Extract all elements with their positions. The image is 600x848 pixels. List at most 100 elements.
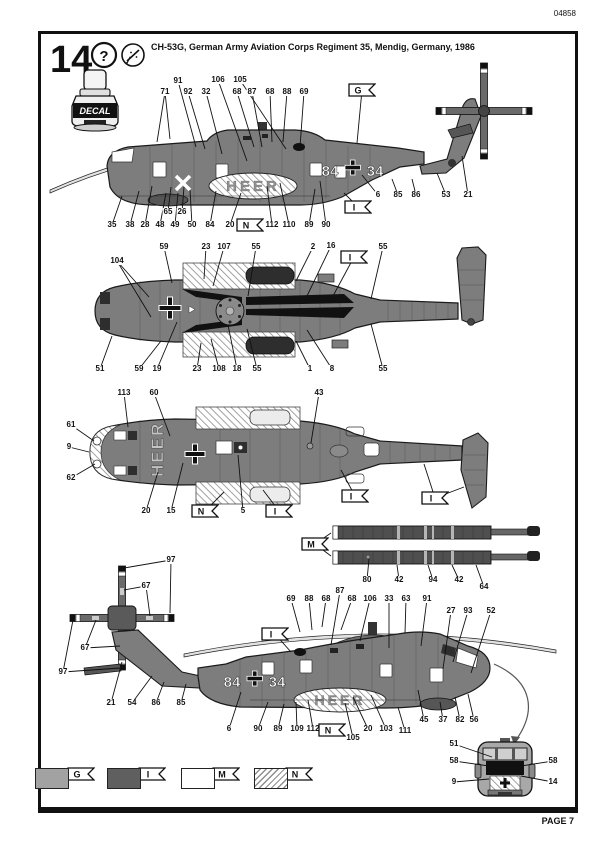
callout-number: 58: [547, 756, 559, 765]
callout-number: 23: [200, 242, 212, 251]
nose-front-view: [474, 738, 536, 797]
callout-number: 106: [210, 75, 226, 84]
callout-number: 67: [140, 581, 152, 590]
callout-number: 69: [298, 87, 310, 96]
color-flag-N: N: [318, 723, 346, 737]
svg-text:I: I: [430, 494, 433, 504]
svg-text:I: I: [353, 203, 356, 213]
callout-number: 106: [362, 594, 378, 603]
heer-marking: HEER: [226, 178, 280, 195]
iron-cross: [344, 159, 361, 176]
tail-fin-top: [456, 246, 487, 325]
tail-code-right: 34: [269, 674, 286, 691]
color-flag-I: I: [138, 767, 166, 781]
callout-number: 104: [109, 256, 125, 265]
callout-number: 90: [320, 220, 332, 229]
tail-fin-bottom: [460, 432, 489, 509]
question-icon: ?: [90, 41, 118, 69]
callout-number: 97: [165, 555, 177, 564]
callout-number: 65: [162, 207, 174, 216]
callout-number: 21: [462, 190, 474, 199]
svg-text:M: M: [218, 770, 226, 780]
callout-number: 110: [281, 220, 297, 229]
tail-code-right: 34: [367, 163, 384, 180]
svg-text:I: I: [270, 630, 273, 640]
color-flag-N: N: [285, 767, 313, 781]
legend-swatch-G: [35, 768, 69, 789]
windshield: [482, 747, 528, 761]
callout-number: 85: [175, 698, 187, 707]
callout-number: 28: [139, 220, 151, 229]
callout-number: 53: [440, 190, 452, 199]
callout-number: 92: [182, 87, 194, 96]
callout-number: 90: [252, 724, 264, 733]
callout-number: 94: [427, 575, 439, 584]
stabilizer: [83, 663, 122, 676]
callout-number: 51: [94, 364, 106, 373]
svg-text:N: N: [292, 770, 299, 780]
tail-rotor: [435, 62, 533, 160]
color-flag-G: G: [348, 83, 376, 97]
tail-pylon: [419, 98, 482, 175]
callout-number: 93: [462, 606, 474, 615]
svg-text:M: M: [307, 540, 315, 550]
callout-number: 97: [57, 667, 69, 676]
callout-number: 71: [159, 87, 171, 96]
callout-number: 15: [165, 506, 177, 515]
product-code: 04858: [553, 9, 576, 18]
callout-number: 107: [216, 242, 232, 251]
heer-marking-bottom: HEER: [148, 422, 167, 477]
header: 14 ? CH-53G, German Army Aviation Corps …: [50, 39, 475, 81]
callout-number: 32: [200, 87, 212, 96]
callout-number: 61: [65, 420, 77, 429]
color-flag-M: M: [212, 767, 240, 781]
page-number: PAGE 7: [541, 816, 574, 826]
decal-label: DECAL: [80, 106, 111, 116]
tail-code-left: 84: [224, 674, 241, 691]
callout-number: 5: [239, 506, 247, 515]
callout-number: 45: [418, 715, 430, 724]
callout-number: 42: [453, 575, 465, 584]
callout-number: 48: [154, 220, 166, 229]
landing-light: [92, 459, 102, 469]
callout-number: 16: [325, 241, 337, 250]
callout-number: 86: [150, 698, 162, 707]
engine-pod: [245, 336, 295, 355]
color-flag-I: I: [341, 489, 369, 503]
callout-number: 38: [124, 220, 136, 229]
callout-number: 54: [126, 698, 138, 707]
svg-text:I: I: [350, 492, 353, 502]
svg-text:I: I: [147, 770, 150, 780]
callout-number: 33: [383, 594, 395, 603]
scheme-title: CH-53G, German Army Aviation Corps Regim…: [151, 42, 475, 52]
color-flag-N: N: [236, 218, 264, 232]
callout-number: 105: [345, 733, 361, 742]
callout-number: 43: [313, 388, 325, 397]
landing-light: [92, 436, 102, 446]
iron-cross: [246, 670, 263, 687]
callout-number: 26: [176, 207, 188, 216]
folded-blade: [246, 307, 354, 318]
svg-text:N: N: [243, 221, 250, 231]
callout-number: 68: [231, 87, 243, 96]
color-flag-I: I: [344, 200, 372, 214]
cockpit-glass: [486, 761, 524, 775]
decal-bottle-icon: DECAL: [71, 69, 119, 132]
callout-number: 9: [450, 777, 458, 786]
callout-number: 59: [158, 242, 170, 251]
callout-number: 69: [285, 594, 297, 603]
callout-number: 85: [392, 190, 404, 199]
iron-cross-bottom: [184, 443, 206, 465]
callout-number: 68: [320, 594, 332, 603]
color-flag-I: I: [421, 491, 449, 505]
side-view-starboard: 84 34 HEER: [69, 565, 557, 745]
callout-number: 37: [437, 715, 449, 724]
color-flag-I: I: [340, 250, 368, 264]
decal-cross-mark: [174, 174, 192, 192]
callout-number: 67: [79, 643, 91, 652]
svg-text:?: ?: [99, 48, 108, 65]
stabilizer: [447, 123, 474, 139]
callout-number: 84: [204, 220, 216, 229]
